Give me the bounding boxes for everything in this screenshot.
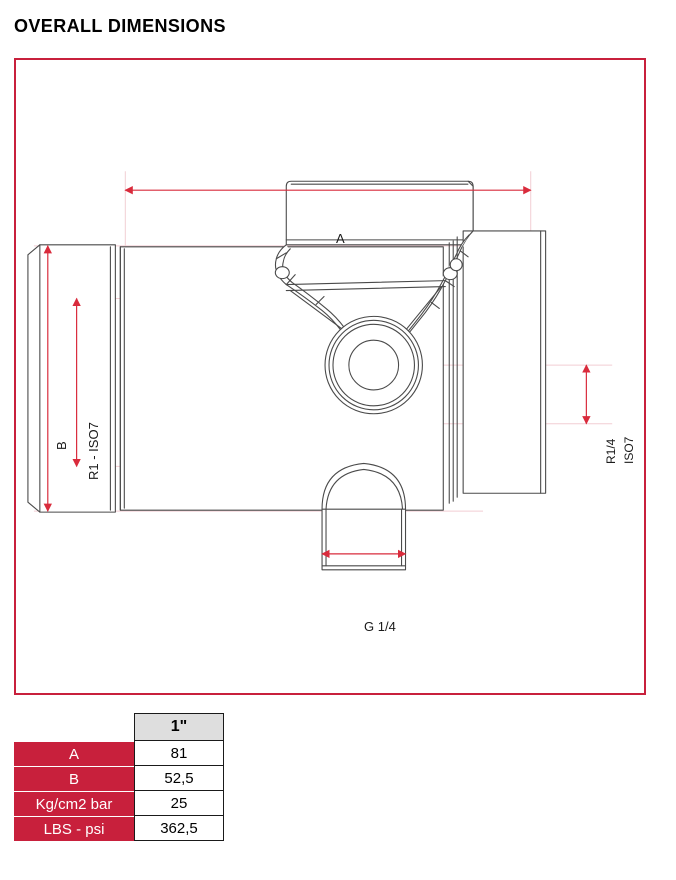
table-row: A 81 bbox=[14, 741, 224, 766]
row-value-a: 81 bbox=[134, 741, 224, 766]
dimension-label-g14: G 1/4 bbox=[364, 619, 396, 634]
row-label-a: A bbox=[14, 741, 134, 766]
dimension-label-r14: R1/4 bbox=[604, 438, 618, 464]
dimension-label-a: A bbox=[336, 231, 345, 246]
left-arm-rib-3 bbox=[315, 295, 325, 306]
dimension-label-r1-iso7: R1 - ISO7 bbox=[86, 422, 101, 480]
row-label-kgcm2: Kg/cm2 bar bbox=[14, 791, 134, 816]
right-arm-rib-3 bbox=[430, 301, 440, 309]
table-row: LBS - psi 362,5 bbox=[14, 816, 224, 841]
table-row: Kg/cm2 bar 25 bbox=[14, 791, 224, 816]
right-arm-rib-2 bbox=[444, 280, 455, 288]
right-end-cap bbox=[462, 230, 547, 494]
seat-web bbox=[285, 280, 446, 286]
bottom-outlet bbox=[321, 462, 407, 510]
bottom-outlet-body bbox=[321, 508, 407, 571]
table-header-row: 1" bbox=[14, 713, 224, 741]
right-arm-rib-1 bbox=[459, 250, 469, 258]
right-hinge-boss-2 bbox=[449, 258, 463, 272]
row-label-lbs-psi: LBS - psi bbox=[14, 816, 134, 841]
left-end-cap bbox=[27, 244, 116, 513]
row-value-kgcm2: 25 bbox=[134, 791, 224, 816]
row-label-b: B bbox=[14, 766, 134, 791]
left-transition-arm-inner bbox=[282, 248, 346, 329]
row-value-lbs-psi: 362,5 bbox=[134, 816, 224, 841]
specification-table: 1" A 81 B 52,5 Kg/cm2 bar 25 LBS - psi 3… bbox=[14, 713, 224, 841]
left-hinge-boss bbox=[274, 266, 290, 280]
seat-rim-left bbox=[289, 290, 345, 331]
page-title: OVERALL DIMENSIONS bbox=[14, 16, 226, 36]
bottom-outlet-arc-inner bbox=[325, 468, 404, 510]
drawing-frame: B R1 - ISO7 R1/4 ISO7 A G 1/4 bbox=[14, 58, 646, 695]
dimension-label-B: B bbox=[54, 441, 69, 450]
seat-rim-right bbox=[404, 286, 442, 331]
seat-web-lower bbox=[285, 286, 446, 292]
table-row: B 52,5 bbox=[14, 766, 224, 791]
left-arm-rib-2 bbox=[285, 274, 296, 286]
left-arm-rib-1 bbox=[275, 252, 287, 260]
spec-table-body: 1" A 81 B 52,5 Kg/cm2 bar 25 LBS - psi 3… bbox=[14, 713, 224, 841]
center-port-inner bbox=[348, 339, 400, 391]
dimension-label-iso7: ISO7 bbox=[622, 436, 636, 464]
dimension-lines bbox=[43, 186, 591, 559]
technical-drawing bbox=[27, 171, 613, 571]
row-value-b: 52,5 bbox=[134, 766, 224, 791]
header-size-cell: 1" bbox=[134, 713, 224, 741]
header-blank-cell bbox=[14, 713, 134, 741]
